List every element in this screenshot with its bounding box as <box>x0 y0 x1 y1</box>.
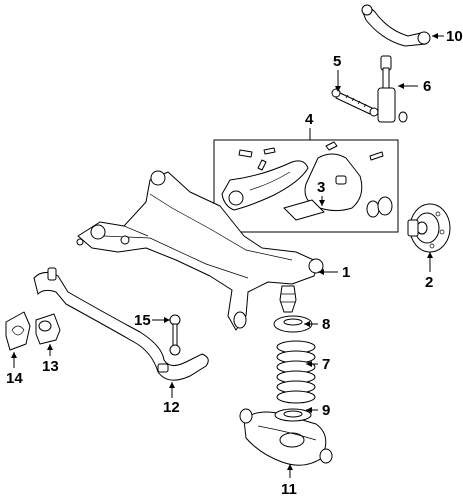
callout-6: 6 <box>423 78 431 95</box>
part-6-shock-absorber <box>377 55 408 123</box>
part-14-bracket <box>5 311 31 351</box>
callout-9: 9 <box>322 402 330 419</box>
callout-11: 11 <box>281 481 297 498</box>
callout-labels: 10 5 6 4 3 1 2 8 7 9 11 12 15 13 14 <box>6 28 463 498</box>
part-11-lower-arm <box>239 408 333 466</box>
arrowheads <box>11 33 438 470</box>
callout-4: 4 <box>305 111 314 128</box>
part-1-subframe <box>76 170 324 331</box>
callout-5: 5 <box>333 53 341 70</box>
callout-13: 13 <box>42 358 59 375</box>
callout-3: 3 <box>317 179 325 196</box>
callout-12: 12 <box>163 399 180 416</box>
callout-2: 2 <box>425 274 433 291</box>
callout-14: 14 <box>6 370 23 387</box>
part-10-upper-arm <box>361 4 431 47</box>
callout-10: 10 <box>446 28 463 45</box>
part-4-group-box <box>213 139 399 233</box>
part-7-coil-spring <box>276 340 316 404</box>
callout-7: 7 <box>322 356 330 373</box>
part-5-lateral-link <box>331 88 379 117</box>
part-9-lower-seat <box>274 408 312 422</box>
part-2-hub <box>407 203 451 253</box>
callout-1: 1 <box>342 264 350 281</box>
part-15-stabilizer-link <box>169 314 181 356</box>
callout-8: 8 <box>322 316 330 333</box>
callout-15: 15 <box>134 312 151 329</box>
part-12-stabilizer-bar <box>33 267 209 381</box>
part-13-bushing <box>35 313 61 345</box>
